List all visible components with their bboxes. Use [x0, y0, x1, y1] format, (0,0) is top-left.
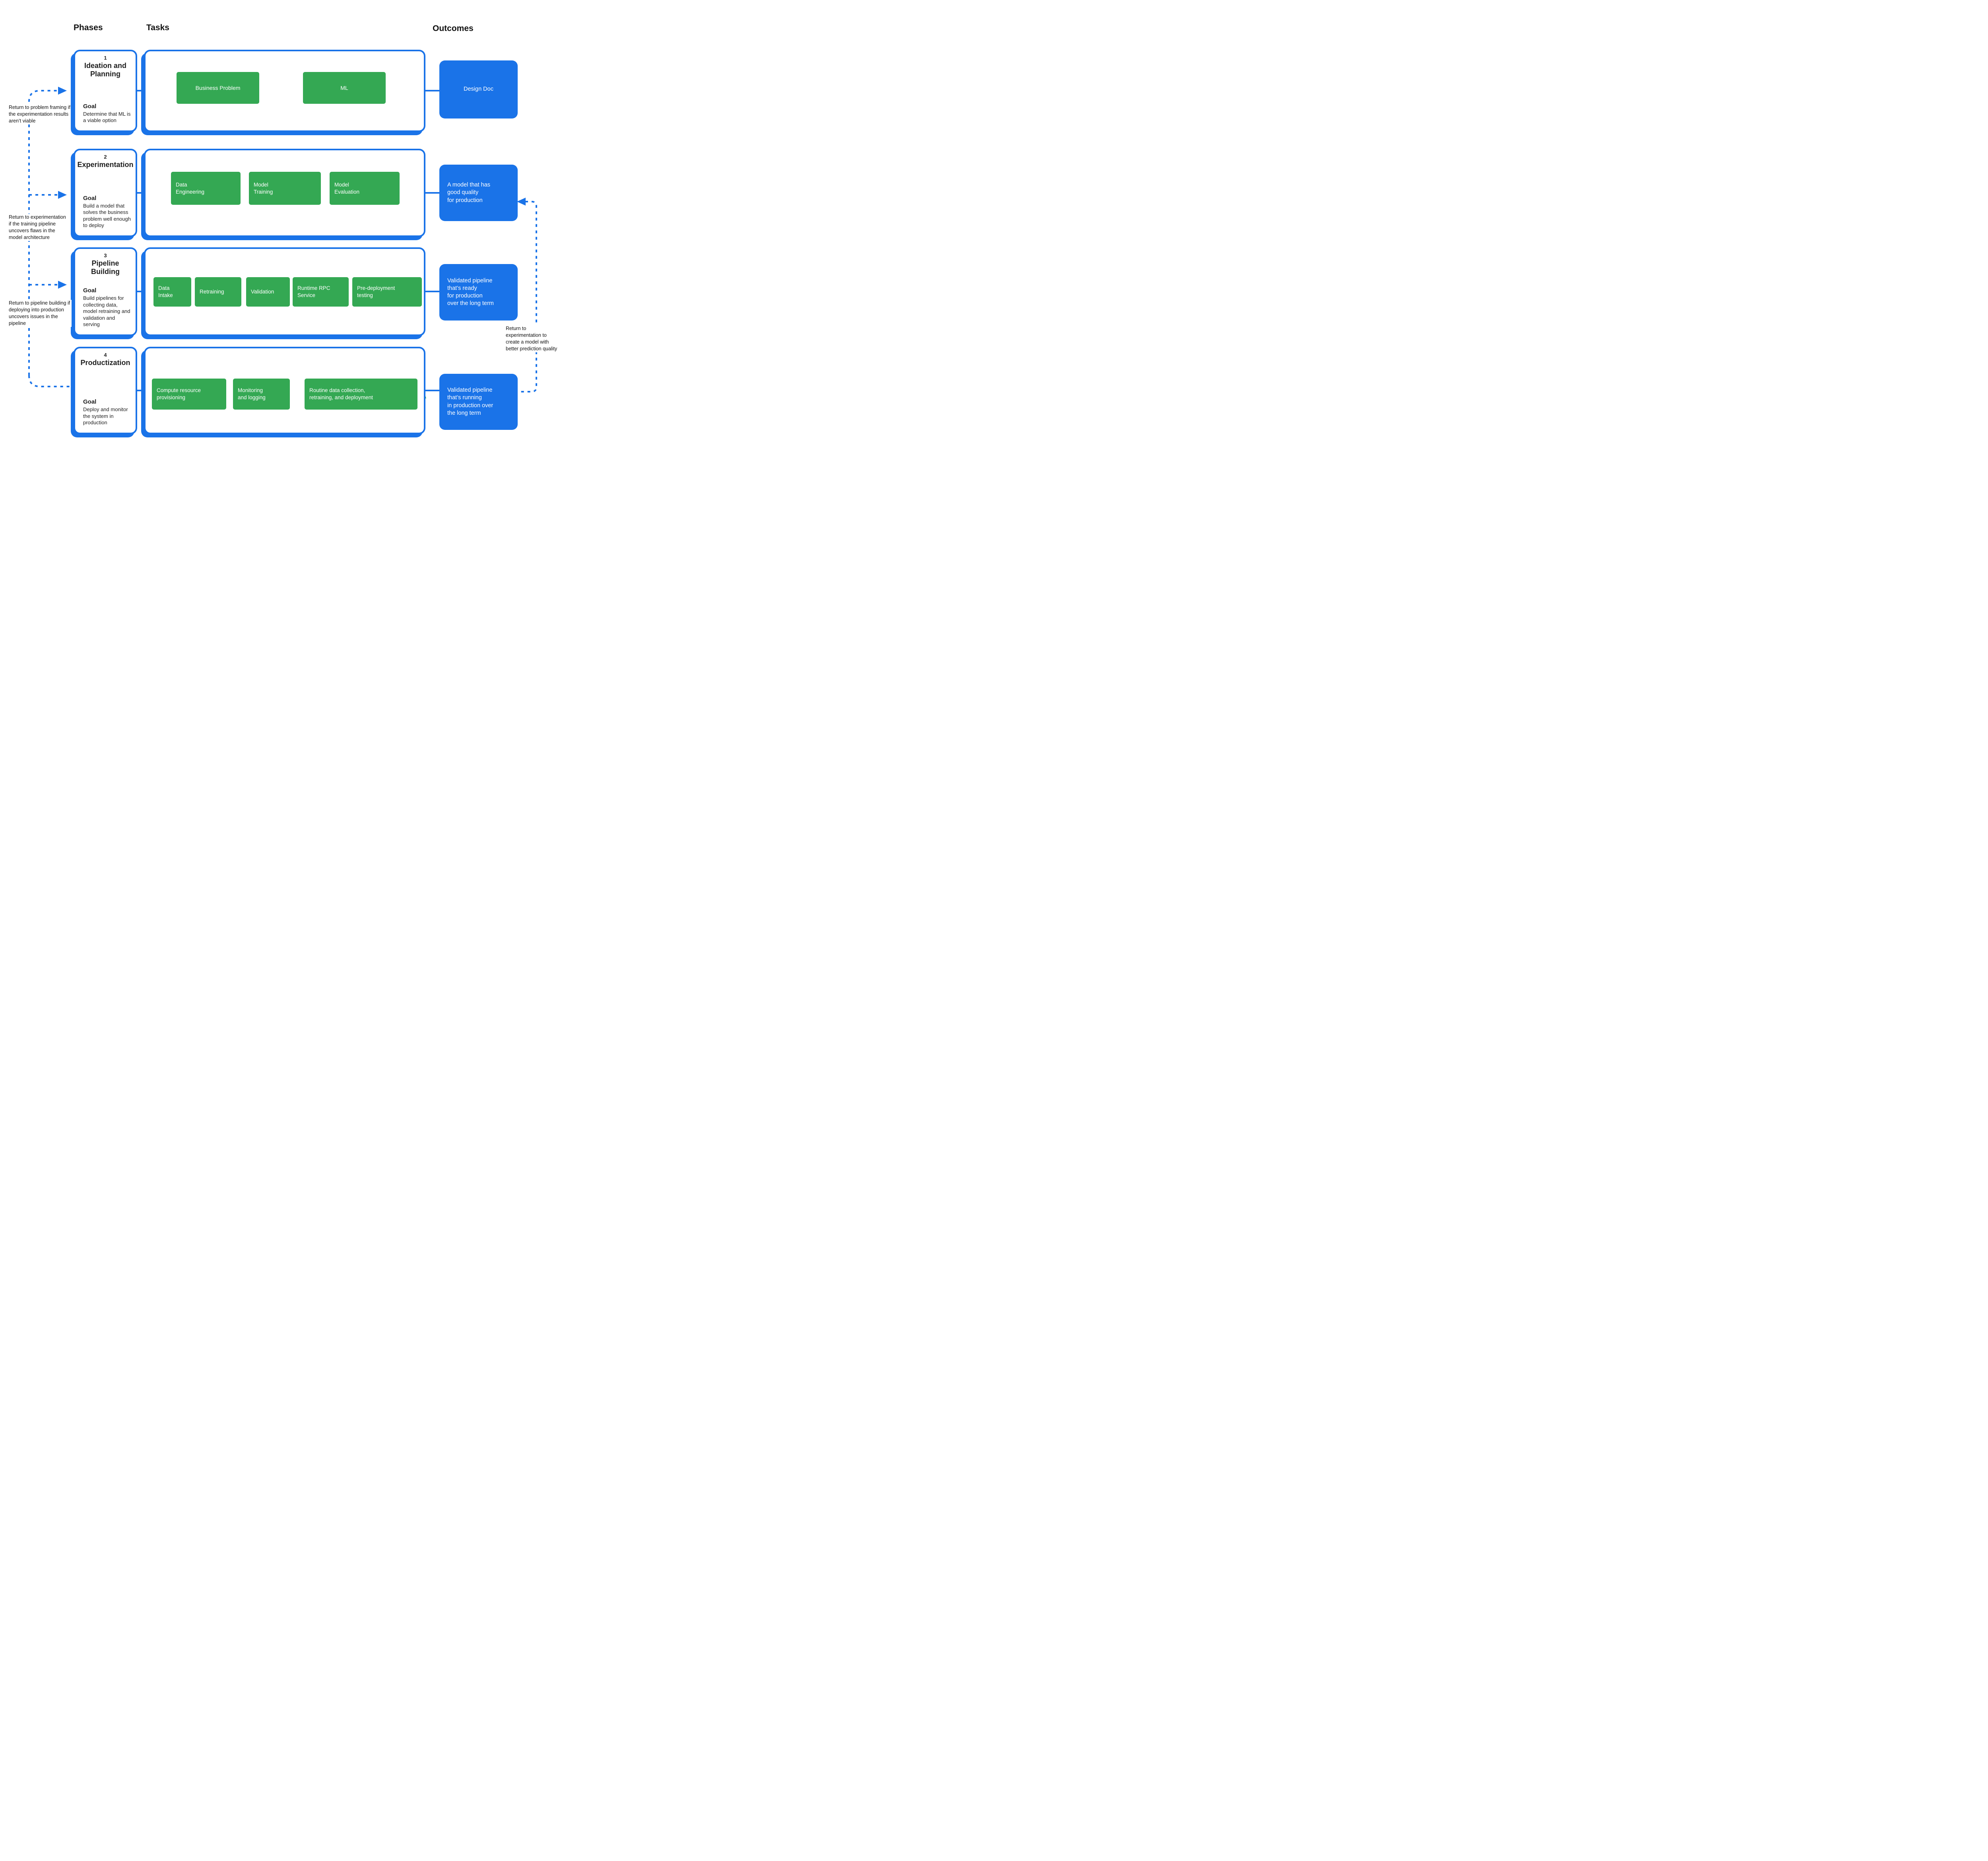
connector-phase4-tasks — [137, 390, 145, 391]
left-return-dotted-line — [28, 90, 74, 387]
tasks-column-header: Tasks — [146, 23, 169, 32]
task-routine-data-collection: Routine data collection, retraining, and… — [305, 379, 417, 410]
connector-phase2-tasks — [137, 192, 145, 194]
outcome-good-quality-model: A model that has good quality for produc… — [439, 165, 518, 221]
task-monitoring-and-logging: Monitoring and logging — [233, 379, 290, 410]
note-return-to-experimentation-quality: Return to experimentation to create a mo… — [506, 325, 558, 352]
phase-goal: Goal Build a model that solves the busin… — [75, 195, 136, 229]
phase-goal: Goal Determine that ML is a viable optio… — [75, 103, 136, 124]
note-return-to-problem-framing: Return to problem framing if the experim… — [9, 104, 70, 124]
task-runtime-rpc-service: Runtime RPC Service — [293, 277, 349, 307]
goal-text: Determine that ML is a viable option — [83, 111, 131, 124]
task-ml: ML — [303, 72, 386, 104]
phase-title: Ideation and Planning — [84, 62, 126, 78]
goal-label: Goal — [83, 398, 97, 406]
task-model-evaluation: Model Evaluation — [330, 172, 400, 205]
note-return-to-pipeline-building: Return to pipeline building if deploying… — [9, 300, 72, 327]
connector-phase3-tasks — [137, 291, 145, 292]
phase-title: Productization — [80, 359, 130, 367]
phase-title: Pipeline Building — [91, 259, 120, 276]
phases-column-header: Phases — [74, 23, 103, 32]
phase-goal: Goal Build pipelines for collecting data… — [75, 287, 136, 328]
connector-phase1-tasks — [137, 90, 145, 91]
goal-text: Build a model that solves the business p… — [83, 202, 131, 229]
phase-card-experimentation: 2 Experimentation Goal Build a model tha… — [74, 149, 137, 237]
outcome-design-doc: Design Doc — [439, 60, 518, 118]
connector-tasks4-outcome — [425, 390, 441, 391]
task-retraining: Retraining — [195, 277, 241, 307]
phase-title: Experimentation — [77, 161, 134, 169]
task-validation: Validation — [246, 277, 290, 307]
goal-text: Deploy and monitor the system in product… — [83, 406, 128, 426]
connector-tasks1-outcome — [425, 90, 441, 91]
task-business-problem: Business Problem — [177, 72, 259, 104]
ml-workflow-diagram: Phases Tasks Outcomes — [0, 0, 564, 465]
goal-text: Build pipelines for collecting data, mod… — [83, 295, 130, 328]
outcome-validated-pipeline-running: Validated pipeline that’s running in pro… — [439, 374, 518, 430]
outcomes-column-header: Outcomes — [433, 24, 474, 33]
goal-label: Goal — [83, 194, 97, 202]
connector-tasks3-outcome — [425, 291, 441, 292]
phase-goal: Goal Deploy and monitor the system in pr… — [75, 398, 136, 426]
goal-label: Goal — [83, 103, 97, 110]
phase-number: 3 — [104, 253, 107, 258]
goal-label: Goal — [83, 287, 97, 294]
phase-number: 1 — [104, 55, 107, 61]
phase-card-ideation: 1 Ideation and Planning Goal Determine t… — [74, 50, 137, 132]
connector-tasks2-outcome — [425, 192, 441, 194]
task-model-training: Model Training — [249, 172, 321, 205]
outcome-validated-pipeline-ready: Validated pipeline that’s ready for prod… — [439, 264, 518, 321]
task-data-engineering: Data Engineering — [171, 172, 241, 205]
phase-card-productization: 4 Productization Goal Deploy and monitor… — [74, 347, 137, 434]
task-compute-resource-provisioning: Compute resource provisioning — [152, 379, 226, 410]
task-predeployment-testing: Pre-deployment testing — [352, 277, 422, 307]
phase-card-pipeline-building: 3 Pipeline Building Goal Build pipelines… — [74, 247, 137, 336]
note-return-to-experimentation: Return to experimentation if the trainin… — [9, 214, 69, 241]
phase-number: 2 — [104, 154, 107, 160]
left-return-arrowhead-icons — [58, 87, 67, 289]
right-return-dotted-line — [518, 201, 537, 392]
phase-number: 4 — [104, 352, 107, 358]
right-return-arrowhead-icon — [517, 198, 526, 206]
task-data-intake: Data Intake — [153, 277, 191, 307]
